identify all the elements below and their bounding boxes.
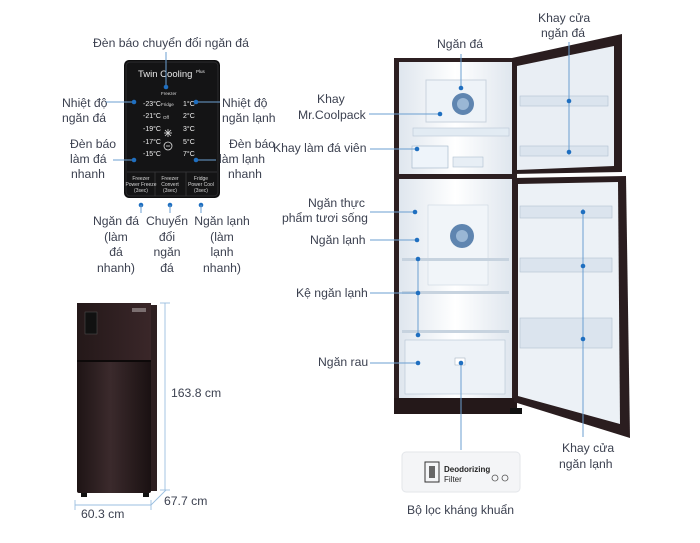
mode-fridge: Fridge bbox=[161, 102, 174, 107]
deodorizing-filter: Deodorizing Filter bbox=[401, 451, 521, 493]
label-chuyen-doi-btn-4: đá bbox=[160, 261, 174, 275]
freezer-convert-button[interactable]: Freezer bbox=[161, 176, 179, 182]
label-chuyen-doi-btn-1: Chuyển bbox=[146, 214, 188, 228]
label-nhiet-do-ngan-da-1: Nhiệt độ bbox=[62, 96, 108, 110]
label-ngan-lanh: Ngăn lạnh bbox=[310, 233, 366, 247]
freezer-power-sub: Power Freeze bbox=[125, 182, 156, 188]
control-panel: Twin Cooling Plus -23°C -21°C -19°C -17°… bbox=[124, 60, 220, 198]
freezer-temp-4: -17°C bbox=[143, 138, 161, 146]
label-ngan-lanh-btn-4: nhanh) bbox=[203, 261, 241, 275]
fridge-power-sub: Power Cool bbox=[188, 182, 214, 188]
label-ngan-da-btn-4: nhanh) bbox=[97, 261, 135, 275]
label-chuyen-doi-btn-2: đổi bbox=[159, 230, 175, 244]
fridge-temp-1: 1°C bbox=[183, 100, 195, 108]
fridge-temp-4: 5°C bbox=[183, 138, 195, 146]
panel-callouts: Đèn báo chuyển đổi ngăn đá Nhiệt độ ngăn… bbox=[62, 36, 276, 275]
freezer-temp-5: -15°C bbox=[143, 150, 161, 158]
freezer-convert-sub: Convert bbox=[161, 182, 179, 188]
label-khay-lam-da-vien: Khay làm đá viên bbox=[273, 141, 367, 155]
dimension-depth: 67.7 cm bbox=[164, 494, 207, 508]
dimension-lines bbox=[74, 302, 170, 510]
freezer-temp-1: -23°C bbox=[143, 100, 161, 108]
label-nhiet-do-ngan-lanh-2: ngăn lạnh bbox=[222, 111, 276, 125]
freezer-convert-hold: (3sec) bbox=[163, 188, 177, 194]
filter-text-1: Deodorizing bbox=[444, 465, 490, 474]
mode-off: Off bbox=[163, 115, 170, 120]
label-ngan-lanh-btn-3: lạnh bbox=[210, 245, 233, 259]
label-ngan-da: Ngăn đá bbox=[437, 37, 483, 51]
label-ngan-da-btn-1: Ngăn đá bbox=[93, 214, 139, 228]
label-ngan-da-btn-3: đá bbox=[109, 245, 123, 259]
freezer-power-hold: (3sec) bbox=[134, 188, 148, 194]
label-ngan-lanh-btn-2: (làm bbox=[210, 230, 234, 244]
label-ngan-thuc-pham-2: phẩm tươi sống bbox=[282, 211, 368, 225]
filter-text-2: Filter bbox=[444, 475, 462, 484]
open-fridge bbox=[394, 34, 630, 438]
freezer-temp-3: -19°C bbox=[143, 125, 161, 133]
fridge-callouts: Ngăn đá Khay cửa ngăn đá Khay Mr.Coolpac… bbox=[273, 11, 614, 517]
closed-fridge bbox=[77, 303, 157, 497]
fridge-power-hold: (3sec) bbox=[194, 188, 208, 194]
label-den-bao-lam-da-3: nhanh bbox=[71, 167, 105, 181]
mode-indicators: Freezer Fridge Off bbox=[161, 91, 177, 120]
label-khay-cua-ngan-lanh-2: ngăn lạnh bbox=[559, 457, 613, 471]
fridge-temp-list: 1°C 2°C 3°C 5°C 7°C bbox=[183, 100, 195, 158]
label-khay-cua-ngan-da-2: ngăn đá bbox=[541, 26, 585, 40]
lock-icon bbox=[163, 141, 173, 151]
label-ngan-da-btn-2: (làm bbox=[104, 230, 128, 244]
panel-brand: Twin Cooling bbox=[138, 69, 192, 80]
label-den-bao-chuyen-doi: Đèn báo chuyển đổi ngăn đá bbox=[93, 36, 249, 50]
label-den-bao-lam-lanh-2: làm lạnh bbox=[219, 152, 265, 166]
label-den-bao-lam-lanh-3: nhanh bbox=[228, 167, 262, 181]
label-den-bao-lam-da-1: Đèn báo bbox=[70, 137, 116, 151]
label-khay-coolpack-2: Mr.Coolpack bbox=[298, 108, 367, 122]
fridge-temp-2: 2°C bbox=[183, 112, 195, 120]
label-ngan-rau: Ngăn rau bbox=[318, 355, 368, 369]
label-chuyen-doi-btn-3: ngăn bbox=[153, 245, 180, 259]
label-ngan-thuc-pham-1: Ngăn thực bbox=[308, 196, 365, 210]
label-ke-ngan-lanh: Kệ ngăn lạnh bbox=[296, 286, 368, 300]
fridge-power-button[interactable]: Fridge bbox=[194, 176, 208, 182]
snowflake-icon bbox=[164, 129, 172, 137]
fridge-temp-3: 3°C bbox=[183, 125, 195, 133]
dimension-height: 163.8 cm bbox=[171, 386, 221, 400]
label-nhiet-do-ngan-da-2: ngăn đá bbox=[62, 111, 106, 125]
label-bo-loc: Bộ lọc kháng khuẩn bbox=[407, 503, 514, 517]
label-khay-cua-ngan-lanh-1: Khay cửa bbox=[562, 441, 614, 455]
dimension-width: 60.3 cm bbox=[81, 507, 124, 521]
label-nhiet-do-ngan-lanh-1: Nhiệt độ bbox=[222, 96, 268, 110]
freezer-power-button[interactable]: Freezer bbox=[132, 176, 150, 182]
label-den-bao-lam-lanh-1: Đèn báo bbox=[229, 137, 275, 151]
label-khay-cua-ngan-da-1: Khay cửa bbox=[538, 11, 590, 25]
label-ngan-lanh-btn-1: Ngăn lạnh bbox=[194, 214, 250, 228]
mode-freezer: Freezer bbox=[161, 91, 177, 96]
freezer-temp-2: -21°C bbox=[143, 112, 161, 120]
freezer-temp-list: -23°C -21°C -19°C -17°C -15°C bbox=[143, 100, 161, 158]
fridge-temp-5: 7°C bbox=[183, 150, 195, 158]
label-den-bao-lam-da-2: làm đá bbox=[70, 152, 107, 166]
label-khay-coolpack-1: Khay bbox=[317, 92, 346, 106]
panel-brand-plus: Plus bbox=[196, 69, 206, 74]
